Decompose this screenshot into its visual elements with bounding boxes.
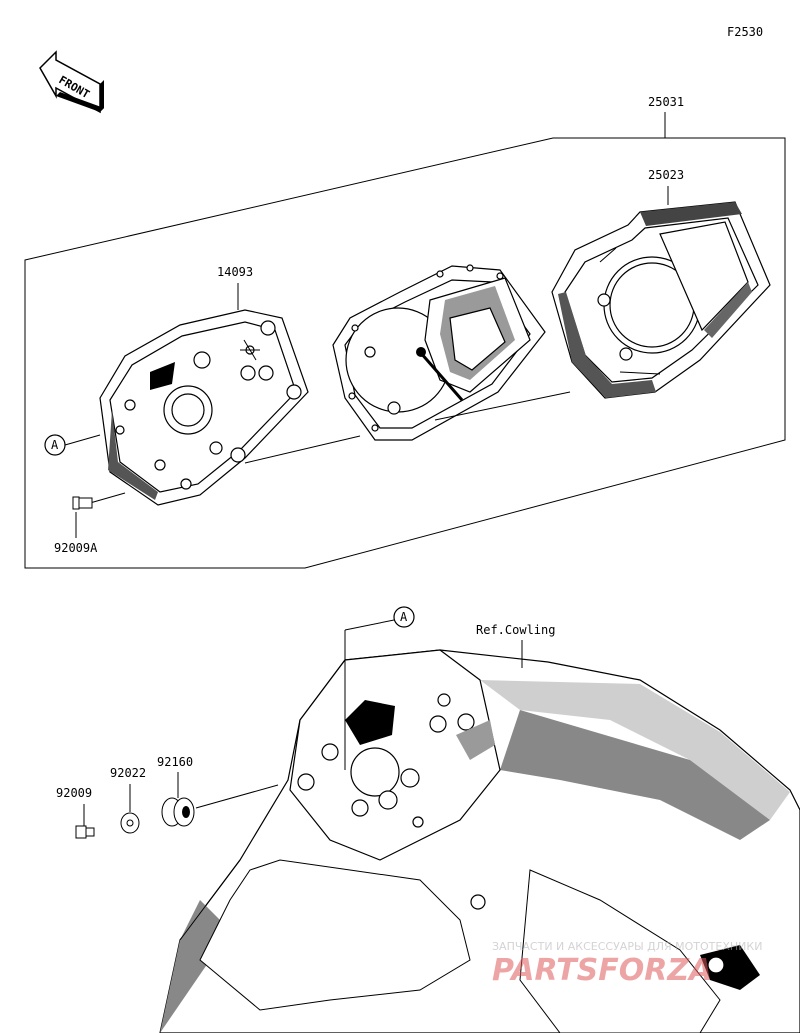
screw-92009a-part bbox=[72, 492, 126, 538]
callout-a-upper-label: A bbox=[51, 438, 59, 452]
callout-a-lower[interactable]: A bbox=[344, 606, 415, 770]
label-14093: 14093 bbox=[217, 265, 253, 279]
washer-92022-part bbox=[120, 812, 140, 834]
assembly-frame bbox=[24, 137, 786, 569]
label-92022: 92022 bbox=[110, 766, 146, 780]
callout-a-upper[interactable]: A bbox=[44, 434, 101, 456]
screw-92009-part bbox=[75, 825, 95, 839]
cowling-part bbox=[159, 649, 800, 1033]
meter-case-part bbox=[99, 309, 309, 506]
ref-line-case bbox=[244, 435, 361, 464]
meter-cover-part bbox=[551, 201, 771, 399]
label-92009: 92009 bbox=[56, 786, 92, 800]
label-25023: 25023 bbox=[648, 168, 684, 182]
callout-a-lower-label: A bbox=[400, 610, 408, 624]
figure-code: F2530 bbox=[727, 25, 763, 39]
watermark-text: ЗАПЧАСТИ И АКСЕССУАРЫ ДЛЯ МОТОТЕХНИКИ bbox=[492, 940, 762, 953]
watermark-logo: ЗАПЧАСТИ И АКСЕССУАРЫ ДЛЯ МОТОТЕХНИКИ PA… bbox=[492, 940, 762, 988]
label-25031: 25031 bbox=[648, 95, 684, 109]
grommet-92160-part bbox=[161, 797, 195, 827]
label-92160: 92160 bbox=[157, 755, 193, 769]
ref-line-grommet bbox=[195, 784, 279, 809]
front-arrow-icon: FRONT bbox=[39, 50, 104, 114]
watermark-logo-text: PARTSFORZA bbox=[492, 953, 712, 988]
ref-cowling-label: Ref.Cowling bbox=[476, 623, 555, 637]
label-92009a: 92009A bbox=[54, 541, 98, 555]
ref-line-unit bbox=[434, 391, 571, 421]
meter-unit-part bbox=[332, 264, 546, 441]
